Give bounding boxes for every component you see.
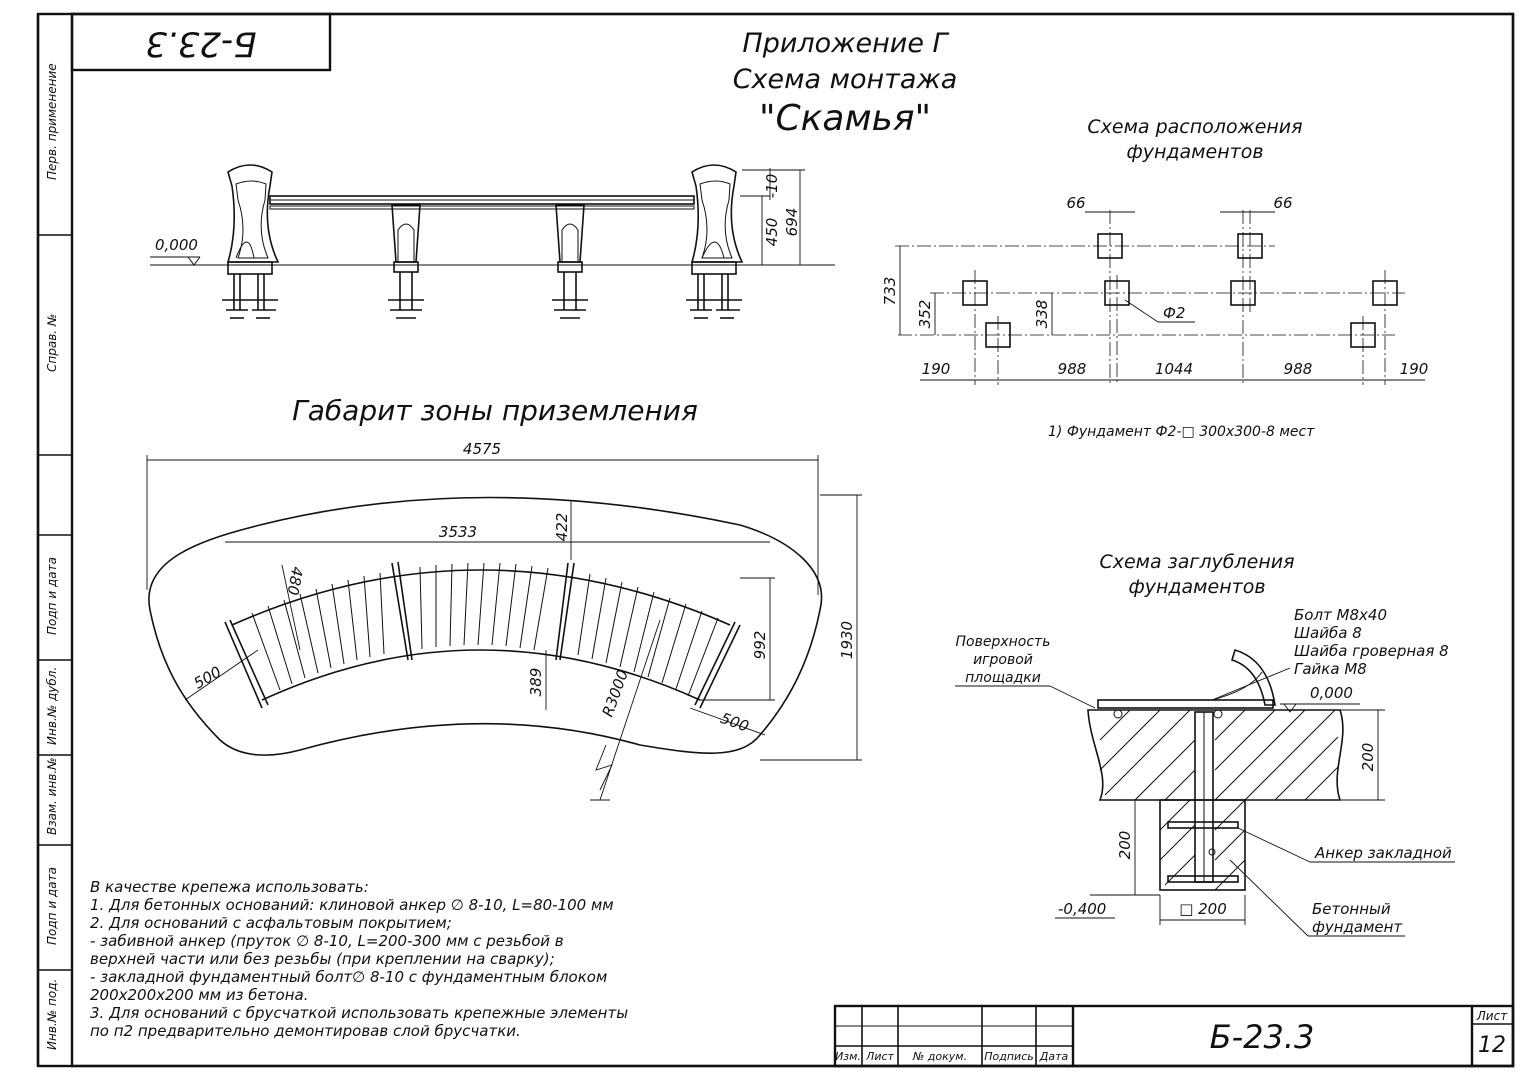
dim-338: 338: [1033, 300, 1051, 329]
margin-inv-pod: Инв.№ под.: [45, 979, 59, 1050]
tb-list-label: Лист: [1476, 1009, 1508, 1023]
dim-988-left: 988: [1058, 360, 1087, 378]
inner-frame: [70, 12, 1515, 1068]
margin-sprav-no: Справ. №: [45, 314, 59, 372]
landing-title: Габарит зоны приземления: [292, 394, 698, 427]
dim-4575: 4575: [463, 440, 501, 458]
hardware-2: Шайба 8: [1294, 624, 1362, 642]
layout-title-2: фундаментов: [1126, 141, 1263, 163]
dim-422: 422: [553, 513, 571, 542]
hardware-3: Шайба гроверная 8: [1294, 642, 1449, 660]
tb-sheet-no: 12: [1478, 1033, 1506, 1058]
dim-988-right: 988: [1284, 360, 1313, 378]
dim-480: 480: [284, 565, 307, 596]
tb-code: Б-23.3: [1210, 1018, 1315, 1056]
margin-vzam-inv: Взам. инв.№: [45, 757, 59, 835]
depth-title-2: фундаментов: [1128, 576, 1265, 598]
foundation-8: [1350, 322, 1376, 348]
surface-label-1: Поверхность: [956, 634, 1051, 650]
dim-190-right: 190: [1400, 360, 1429, 378]
level-top: 0,000: [1310, 684, 1353, 702]
foundation-6: [1372, 280, 1398, 306]
note-line-8: 3. Для оснований с брусчаткой использова…: [90, 1004, 628, 1022]
dim-500-right: 500: [718, 709, 751, 736]
note-line-3: 2. Для оснований с асфальтовым покрытием…: [90, 914, 452, 932]
note-line-9: по п2 предварительно демонтировав слой б…: [90, 1022, 521, 1040]
mark-f2: Ф2: [1163, 304, 1185, 322]
surface-label-2: игровой: [973, 652, 1033, 668]
tb-dokum: № докум.: [912, 1050, 967, 1063]
dim-450: 450: [763, 218, 781, 247]
tb-list: Лист: [865, 1050, 894, 1063]
foundation-note: 1) Фундамент Ф2-□ 300х300-8 мест: [1048, 424, 1315, 440]
dim-694: 694: [783, 208, 801, 237]
level-bottom: -0,400: [1058, 900, 1106, 918]
layout-title-1: Схема расположения: [1087, 116, 1302, 138]
notes-block: В качестве крепежа использовать: 1. Для …: [90, 878, 628, 1040]
hardware-4: Гайка М8: [1294, 660, 1367, 678]
bench-elevation: 0,000: [150, 164, 835, 319]
surface-label-3: площадки: [965, 670, 1041, 686]
heading-line3: "Скамья": [759, 98, 931, 139]
note-line-1: В качестве крепежа использовать:: [90, 878, 369, 896]
margin-podp-data-1: Подп и дата: [45, 557, 59, 635]
zone-outline: [148, 496, 823, 756]
heading-line2: Схема монтажа: [733, 64, 958, 95]
foundation-5: [1230, 280, 1256, 306]
depth-scheme: Схема заглубления фундаментов Поверхност…: [955, 551, 1455, 937]
note-line-6: - закладной фундаментный болт∅ 8-10 с фу…: [90, 968, 607, 986]
tb-data: Дата: [1039, 1050, 1069, 1063]
dim-200-right: 200: [1359, 743, 1377, 772]
dim-66-left: 66: [1066, 194, 1085, 212]
dim-66-right: 66: [1273, 194, 1292, 212]
radius-r3000: R3000: [599, 667, 633, 719]
dim-190-left: 190: [922, 360, 951, 378]
foundation-1: [1097, 233, 1123, 259]
foundation-layout: Схема расположения фундаментов 66 66: [881, 116, 1428, 440]
dim-500-left: 500: [191, 663, 225, 693]
dim-992: 992: [751, 631, 769, 660]
note-line-2: 1. Для бетонных оснований: клиновой анке…: [90, 896, 614, 914]
concrete-label-2: фундамент: [1312, 918, 1403, 936]
dim-389: 389: [527, 668, 545, 697]
heading-line1: Приложение Г: [742, 28, 949, 59]
tb-izm: Изм.: [835, 1050, 861, 1063]
margin-inv-dubl: Инв.№ дубл.: [45, 667, 59, 745]
dim-200-left: 200: [1116, 831, 1134, 860]
tb-podpis: Подпись: [984, 1050, 1033, 1063]
dim-3533: 3533: [439, 523, 477, 541]
concrete-label-1: Бетонный: [1312, 900, 1391, 918]
dim-352: 352: [916, 300, 934, 329]
dim-1044: 1044: [1155, 360, 1193, 378]
title-block: Изм. Лист № докум. Подпись Дата Б-23.3 Л…: [833, 1004, 1515, 1068]
dim-733: 733: [881, 277, 899, 306]
dim-200-bottom: □ 200: [1179, 900, 1227, 918]
margin-perv-primenenie: Перв. применение: [45, 63, 59, 180]
anchor-label: Анкер закладной: [1314, 844, 1452, 862]
note-line-4: - забивной анкер (пруток ∅ 8-10, L=200-3…: [90, 932, 564, 950]
foundation-4: [1104, 280, 1130, 306]
dim-10: -10: [763, 174, 781, 199]
foundation-2: [1237, 233, 1263, 259]
note-line-7: 200х200х200 мм из бетона.: [90, 986, 308, 1004]
note-line-5: верхней части или без резьбы (при крепле…: [90, 950, 555, 968]
foundation-3: [962, 280, 988, 306]
foundation-7: [985, 322, 1011, 348]
dim-1930: 1930: [838, 621, 856, 659]
depth-title-1: Схема заглубления: [1099, 551, 1294, 573]
margin-podp-data-2: Подп и дата: [45, 867, 59, 945]
landing-zone: Габарит зоны приземления 4575 3533 1930 …: [146, 394, 862, 801]
stamp-code: Б-23.3: [145, 24, 256, 64]
hardware-1: Болт М8х40: [1294, 606, 1387, 624]
level-mark: 0,000: [155, 236, 198, 254]
stamp-box: [70, 12, 332, 72]
